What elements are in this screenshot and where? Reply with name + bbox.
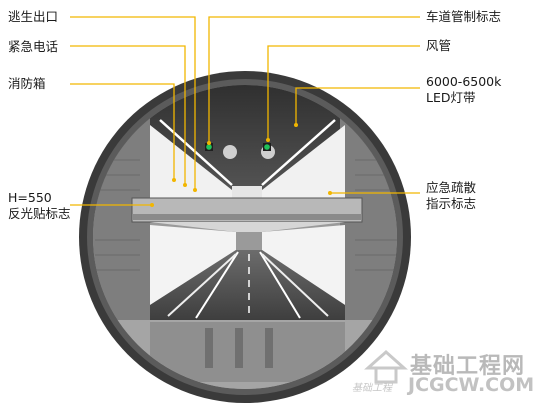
watermark-house-icon xyxy=(364,349,408,384)
label-led-strip-line2: LED灯带 xyxy=(426,90,476,105)
label-evac-sign-line2: 指示标志 xyxy=(426,196,477,211)
label-emergency-phone: 紧急电话 xyxy=(8,39,59,54)
label-lane-sign: 车道管制标志 xyxy=(426,9,502,24)
label-reflective-sign-line1: H=550 xyxy=(8,190,52,205)
watermark-site-name: 基础工程网 xyxy=(410,354,526,379)
label-air-duct: 风管 xyxy=(426,38,452,53)
label-reflective-sign-line2: 反光贴标志 xyxy=(8,206,71,221)
label-fire-box: 消防箱 xyxy=(8,76,46,91)
label-evac-sign-line1: 应急疏散 xyxy=(426,180,477,195)
right-wall-upper xyxy=(262,125,345,205)
roadway xyxy=(150,250,345,320)
left-wall-upper xyxy=(150,125,232,205)
left-wall-lower xyxy=(150,225,236,305)
label-led-strip-line1: 6000-6500k xyxy=(426,74,502,89)
air-duct-fan-left xyxy=(223,145,237,159)
label-escape-exit: 逃生出口 xyxy=(8,9,59,24)
right-wall-lower xyxy=(262,225,345,305)
watermark-site-url: JCGCW.COM xyxy=(408,374,535,396)
watermark-logo-text: 基础工程 xyxy=(352,383,392,394)
leader-lines xyxy=(70,16,420,206)
